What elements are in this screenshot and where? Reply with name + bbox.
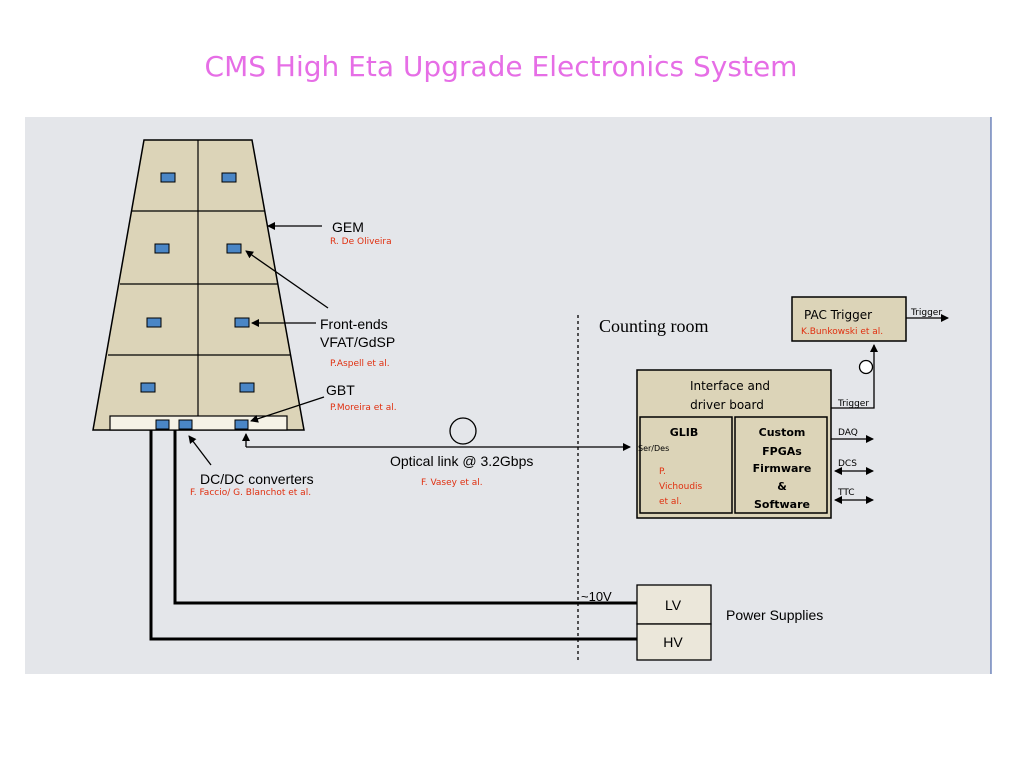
pac-trigger-box (791, 296, 907, 342)
slide-title: CMS High Eta Upgrade Electronics System (204, 50, 798, 83)
glib-credit-1: P. (659, 467, 666, 477)
custom-fpga-board (734, 416, 828, 514)
custom-label-2: FPGAs (762, 445, 802, 458)
gbt-label: GBT (326, 382, 355, 398)
glib-board (639, 416, 733, 514)
gbt-chip (234, 419, 249, 430)
power-supplies-label: Power Supplies (726, 607, 823, 623)
vfat-chip (226, 243, 242, 254)
trigger-out-label: Trigger (910, 308, 942, 318)
trigger-in-label: Trigger (837, 399, 869, 409)
custom-label-5: Software (754, 498, 810, 511)
vfat-chip (221, 172, 237, 183)
vfat-chip (234, 317, 250, 328)
vfat-label: VFAT/GdSP (320, 334, 395, 350)
vfat-chip (140, 382, 156, 393)
dcdc-chip (178, 419, 193, 430)
vfat-chip (239, 382, 255, 393)
hv-supply-box (636, 623, 712, 661)
gem-credit: R. De Oliveira (330, 237, 392, 247)
vfat-chip (146, 317, 162, 328)
glib-label: GLIB (670, 426, 699, 439)
voltage-label: ~10V (581, 589, 612, 604)
readout-chips (155, 419, 249, 430)
frontends-credit: P.Aspell et al. (330, 359, 390, 369)
glib-credit-3: et al. (659, 497, 682, 507)
gbt-credit: P.Moreira et al. (330, 403, 397, 413)
backend-crate (636, 369, 832, 519)
dcdc-chip (155, 419, 170, 430)
dcs-label: DCS (838, 459, 857, 469)
ttc-label: TTC (837, 488, 855, 498)
pac-trigger-credit: K.Bunkowski et al. (801, 327, 883, 337)
custom-label-3: Firmware (753, 462, 812, 475)
vfat-chip (160, 172, 176, 183)
vfat-chip (154, 243, 170, 254)
gem-label: GEM (332, 219, 364, 235)
gbt-arrow (250, 396, 325, 423)
custom-label-4: & (777, 480, 787, 493)
trigger-up-link (831, 344, 878, 409)
vfat-chips (140, 172, 255, 393)
hv-cable (149, 430, 638, 641)
optical-link-label: Optical link @ 3.2Gbps (390, 453, 533, 469)
dcdc-credit: F. Faccio/ G. Blanchot et al. (190, 488, 311, 498)
lv-label: LV (665, 597, 682, 613)
custom-label-1: Custom (759, 426, 806, 439)
pac-trigger-label: PAC Trigger (804, 308, 872, 322)
optical-fiber-icon (449, 417, 477, 445)
glib-credit-2: Vichoudis (659, 482, 703, 492)
daq-label: DAQ (838, 428, 858, 438)
interface-label-line1: Interface and (690, 379, 770, 393)
dcdc-label: DC/DC converters (200, 471, 314, 487)
frontends-label: Front-ends (320, 316, 388, 332)
trigger-fiber-icon (858, 359, 874, 375)
hv-label: HV (663, 634, 683, 650)
gem-detector (92, 139, 305, 431)
dcdc-arrow (188, 435, 212, 466)
optical-link-credit: F. Vasey et al. (421, 478, 483, 488)
interface-label-line2: driver board (690, 398, 764, 412)
lv-supply-box (636, 584, 712, 625)
serdes-label: Ser/Des (638, 444, 669, 453)
frontends-arrow-upper (245, 250, 329, 309)
lv-cable (173, 430, 638, 605)
counting-room-label: Counting room (599, 316, 709, 336)
